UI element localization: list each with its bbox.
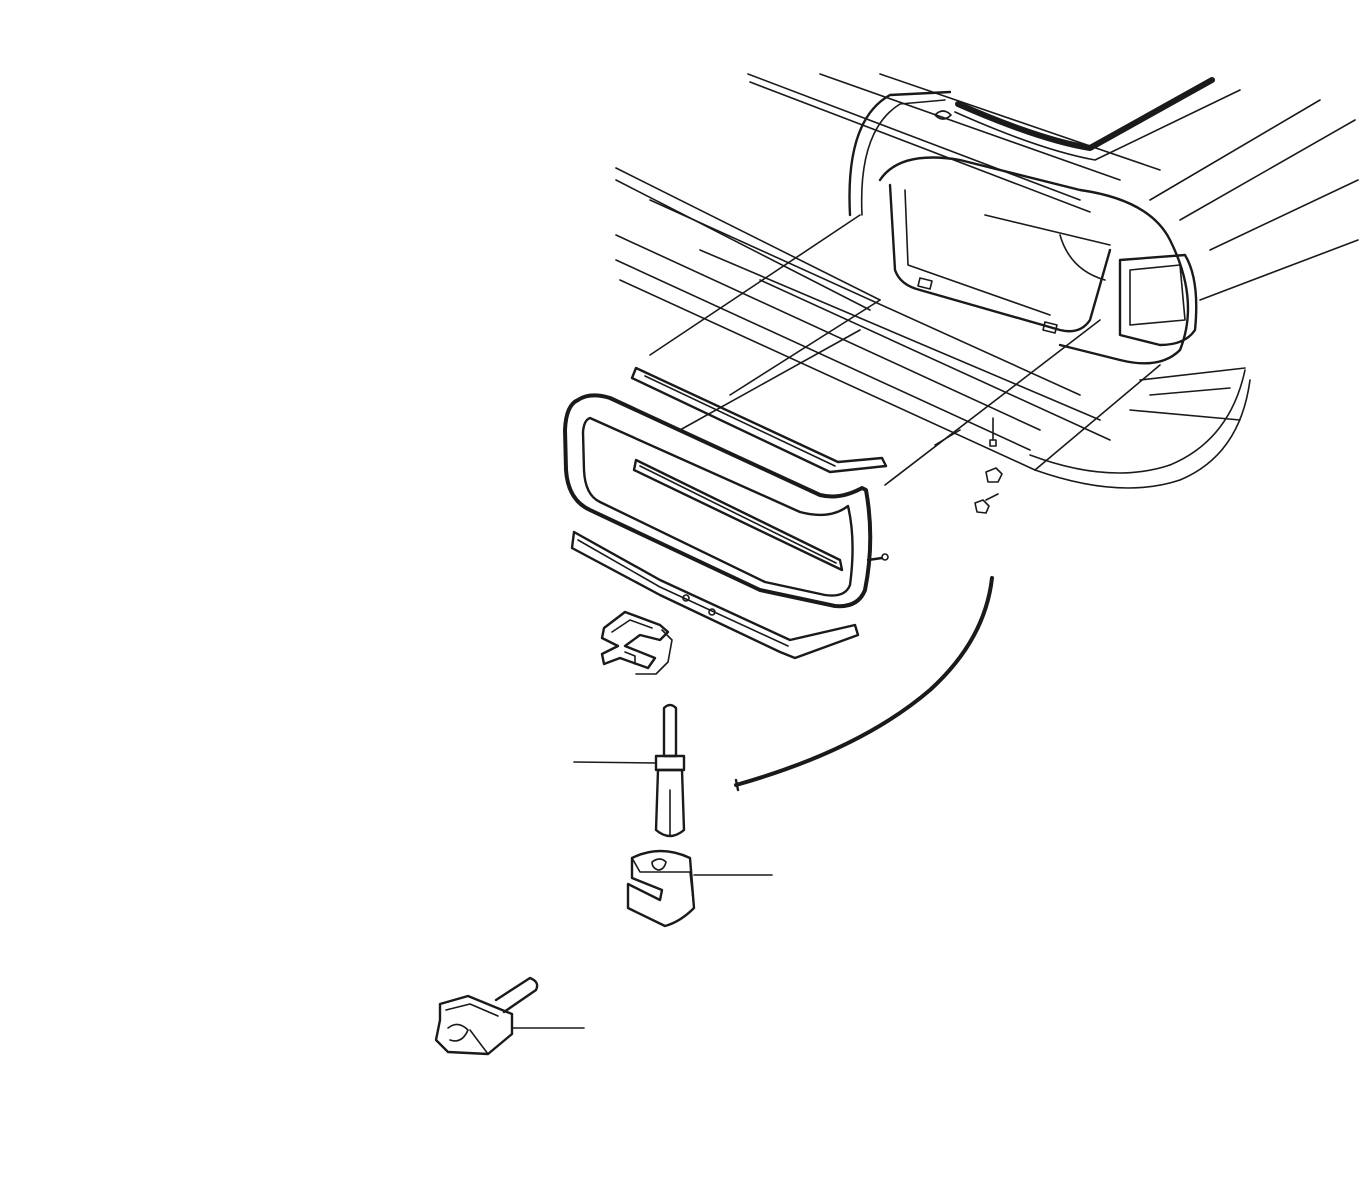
wiring-cable (734, 576, 994, 792)
assembly-leader-lines (649, 214, 1161, 486)
small-fasteners (974, 417, 1003, 514)
clip-nut (626, 849, 773, 928)
push-clip-bolt (434, 976, 585, 1056)
lower-seal-strip (570, 530, 860, 660)
mounting-bracket (600, 610, 673, 675)
middle-seal-strip (632, 458, 844, 572)
lamp-housing-frame (563, 393, 889, 609)
pin-stud (573, 703, 686, 838)
vehicle-rear-corner (615, 73, 1359, 489)
upper-seal-strip (630, 366, 888, 474)
